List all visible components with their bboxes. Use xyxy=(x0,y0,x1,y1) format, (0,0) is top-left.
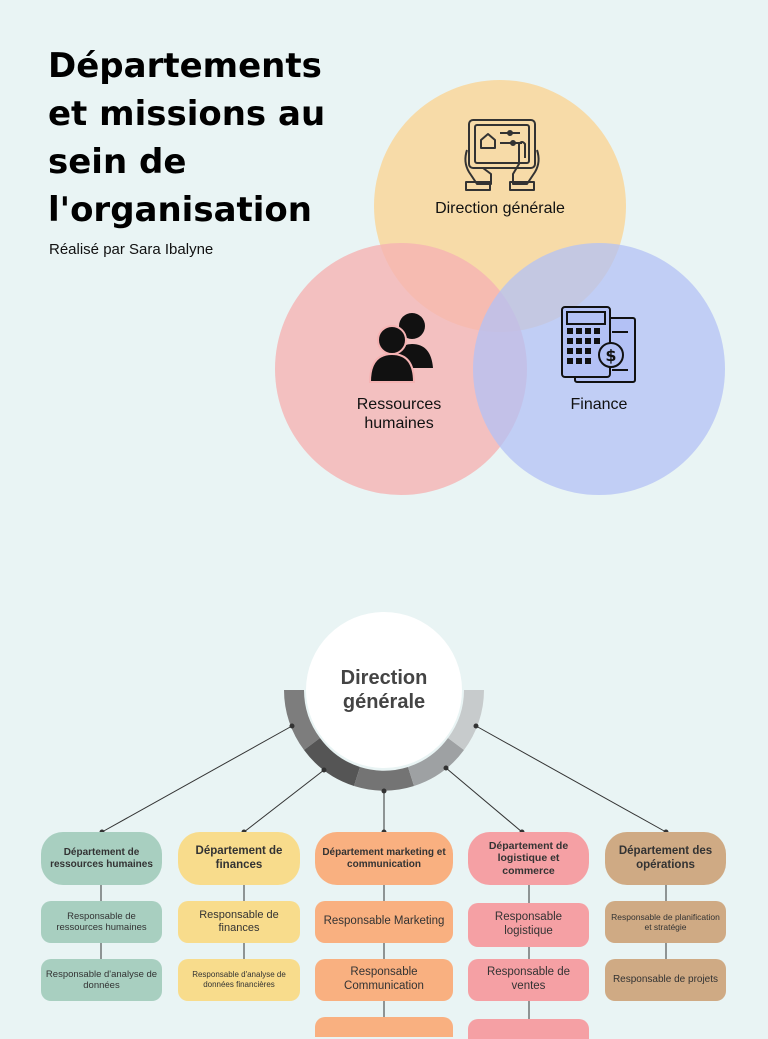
role-finance-manager: Responsable de finances xyxy=(178,901,300,943)
venn-label-finance: Finance xyxy=(570,396,628,413)
role-data-analyst: Responsable d'analyse de données xyxy=(41,959,162,1001)
org-center-node: Direction générale xyxy=(306,612,462,768)
department-operations: Département des opérations xyxy=(605,832,726,885)
role-marketing-extra xyxy=(315,1017,453,1037)
department-hr: Département de ressources humaines xyxy=(41,832,162,885)
role-communication-manager: Responsable Communication xyxy=(315,959,453,1001)
role-sales-manager: Responsable de ventes xyxy=(468,959,589,1001)
role-planning-manager: Responsable de planification et stratégi… xyxy=(605,901,726,943)
role-hr-manager: Responsable de ressources humaines xyxy=(41,901,162,943)
tablet-hands-icon xyxy=(464,119,540,191)
department-logistics: Département de logistique et commerce xyxy=(468,832,589,885)
people-icon xyxy=(368,313,433,383)
author-credit: Réalisé par Sara Ibalyne xyxy=(49,241,214,258)
department-marketing: Département marketing et communication xyxy=(315,832,453,885)
page-title: Départements et missions au sein de l'or… xyxy=(48,46,326,230)
center-ring xyxy=(284,690,484,791)
role-logistics-extra xyxy=(468,1019,589,1039)
venn-label-direction: Direction générale xyxy=(435,200,565,217)
role-marketing-manager: Responsable Marketing xyxy=(315,901,453,943)
role-financial-data-analyst: Responsable d'analyse de données financi… xyxy=(178,959,300,1001)
role-logistics-manager: Responsable logistique xyxy=(468,903,589,947)
svg-text:$: $ xyxy=(605,346,616,365)
calculator-icon: $ xyxy=(561,306,636,383)
venn-label-rh: Ressources humaines xyxy=(356,396,442,432)
department-finance: Département de finances xyxy=(178,832,300,885)
role-project-manager: Responsable de projets xyxy=(605,959,726,1001)
